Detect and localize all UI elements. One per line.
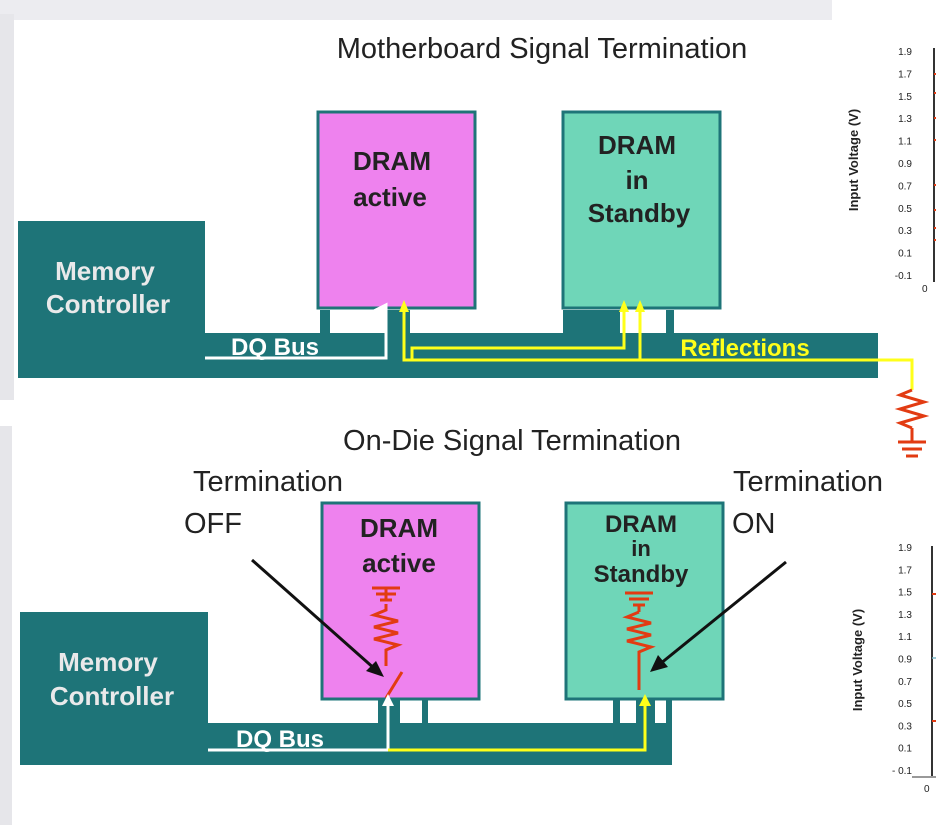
top-dram-active — [316, 110, 477, 310]
top-dram-active-label-1: DRAM — [353, 146, 431, 176]
top-dram-standby-label-2: in — [625, 165, 648, 195]
top-reflection-line-loop — [410, 305, 626, 360]
termination-off-pointer — [251, 558, 384, 677]
bottom-graph-tick-label: 1.3 — [898, 610, 912, 621]
top-graph-tick-label: -0.1 — [895, 271, 913, 282]
bottom-panel-title: On-Die Signal Termination — [343, 425, 681, 457]
top-dram-standby-label-1: DRAM — [598, 130, 676, 160]
top-external-resistor — [894, 388, 930, 458]
top-graph-tick-label: 1.1 — [898, 137, 912, 148]
top-graph-tick-label: 0.5 — [898, 204, 912, 215]
bottom-graph-tick-label: 1.5 — [898, 588, 912, 599]
top-graph-tick-label: 0.1 — [898, 249, 912, 260]
bottom-controller-label-2: Controller — [50, 681, 174, 711]
top-frame-strip — [0, 0, 832, 20]
bottom-dram-standby-label-2: in — [631, 536, 651, 561]
left-frame-strip-top — [0, 14, 14, 400]
bottom-dram-standby-label-1: DRAM — [605, 511, 677, 538]
top-graph-tick-label: 0.9 — [898, 159, 912, 170]
top-graph-tick-label: 0.3 — [898, 226, 912, 237]
termination-on-label-2: ON — [732, 508, 776, 540]
bottom-graph-tick-label: 0.7 — [898, 677, 912, 688]
bottom-voltage-graph: Input Voltage (V) 1.9 1.7 1.5 1.3 1.1 0.9 0.7 0… — [850, 543, 936, 795]
bottom-controller-label-1: Memory — [58, 647, 158, 677]
bottom-signal-line-yellow — [388, 700, 647, 752]
top-bus-trace — [18, 221, 878, 378]
top-graph-tick-label: 0.7 — [898, 181, 912, 192]
bottom-graph-tick-label: 0.3 — [898, 721, 912, 732]
active-termination-network — [369, 586, 404, 699]
bottom-dram-active — [320, 501, 481, 701]
bottom-graph-tick-label: 0.1 — [898, 744, 912, 755]
termination-switch-open — [384, 671, 404, 699]
top-reflection-arrow-standby-2 — [635, 300, 645, 312]
top-graph-ylabel: Input Voltage (V) — [846, 109, 861, 211]
top-dram-standby-label-3: Standby — [588, 198, 691, 228]
bottom-graph-tick-label: 0.9 — [898, 655, 912, 666]
bottom-graph-tick-label: 1.7 — [898, 565, 912, 576]
bottom-graph-tick-label: - 0.1 — [892, 766, 912, 777]
top-graph-tick-label: 1.9 — [898, 47, 912, 58]
bottom-signal-arrow-white — [382, 694, 394, 706]
top-graph-tick-label: 1.5 — [898, 92, 912, 103]
top-panel-title: Motherboard Signal Termination — [337, 33, 748, 65]
bottom-dram-active-label-2: active — [362, 548, 436, 578]
top-reflection-arrow-active — [399, 300, 409, 312]
top-voltage-graph: Input Voltage (V) 1.9 1.7 1.5 1.3 1.1 0.9 0.7 0… — [846, 47, 936, 295]
bottom-bus-trace — [20, 612, 672, 765]
bottom-signal-arrow-yellow — [639, 694, 651, 706]
top-bus-label: DQ Bus — [231, 334, 319, 361]
left-frame-strip-bottom — [0, 426, 12, 825]
bottom-dram-standby-label-3: Standby — [594, 561, 689, 588]
top-reflections-label: Reflections — [680, 335, 809, 362]
top-graph-x0: 0 — [922, 284, 928, 295]
bottom-graph-ylabel: Input Voltage (V) — [850, 609, 865, 711]
bottom-graph-x0: 0 — [924, 784, 930, 795]
bottom-graph-tick-label: 0.5 — [898, 699, 912, 710]
top-controller-label-2: Controller — [46, 289, 170, 319]
termination-on-pointer — [650, 560, 787, 672]
top-signal-line-white — [205, 302, 388, 360]
bottom-graph-tick-label: 1.1 — [898, 632, 912, 643]
top-reflection-arrow-standby-1 — [619, 300, 629, 312]
standby-termination-network — [622, 591, 656, 690]
termination-off-label-2: OFF — [184, 508, 242, 540]
bottom-graph-tick-label: 1.9 — [898, 543, 912, 554]
top-dram-standby — [561, 110, 722, 310]
top-graph-tick-label: 1.3 — [898, 114, 912, 125]
top-controller-label-1: Memory — [55, 256, 155, 286]
bottom-bus-label: DQ Bus — [236, 726, 324, 753]
bottom-dram-active-label-1: DRAM — [360, 513, 438, 543]
top-dram-active-label-2: active — [353, 182, 427, 212]
termination-on-label-1: Termination — [733, 466, 883, 498]
termination-off-label-1: Termination — [193, 466, 343, 498]
top-graph-tick-label: 1.7 — [898, 69, 912, 80]
